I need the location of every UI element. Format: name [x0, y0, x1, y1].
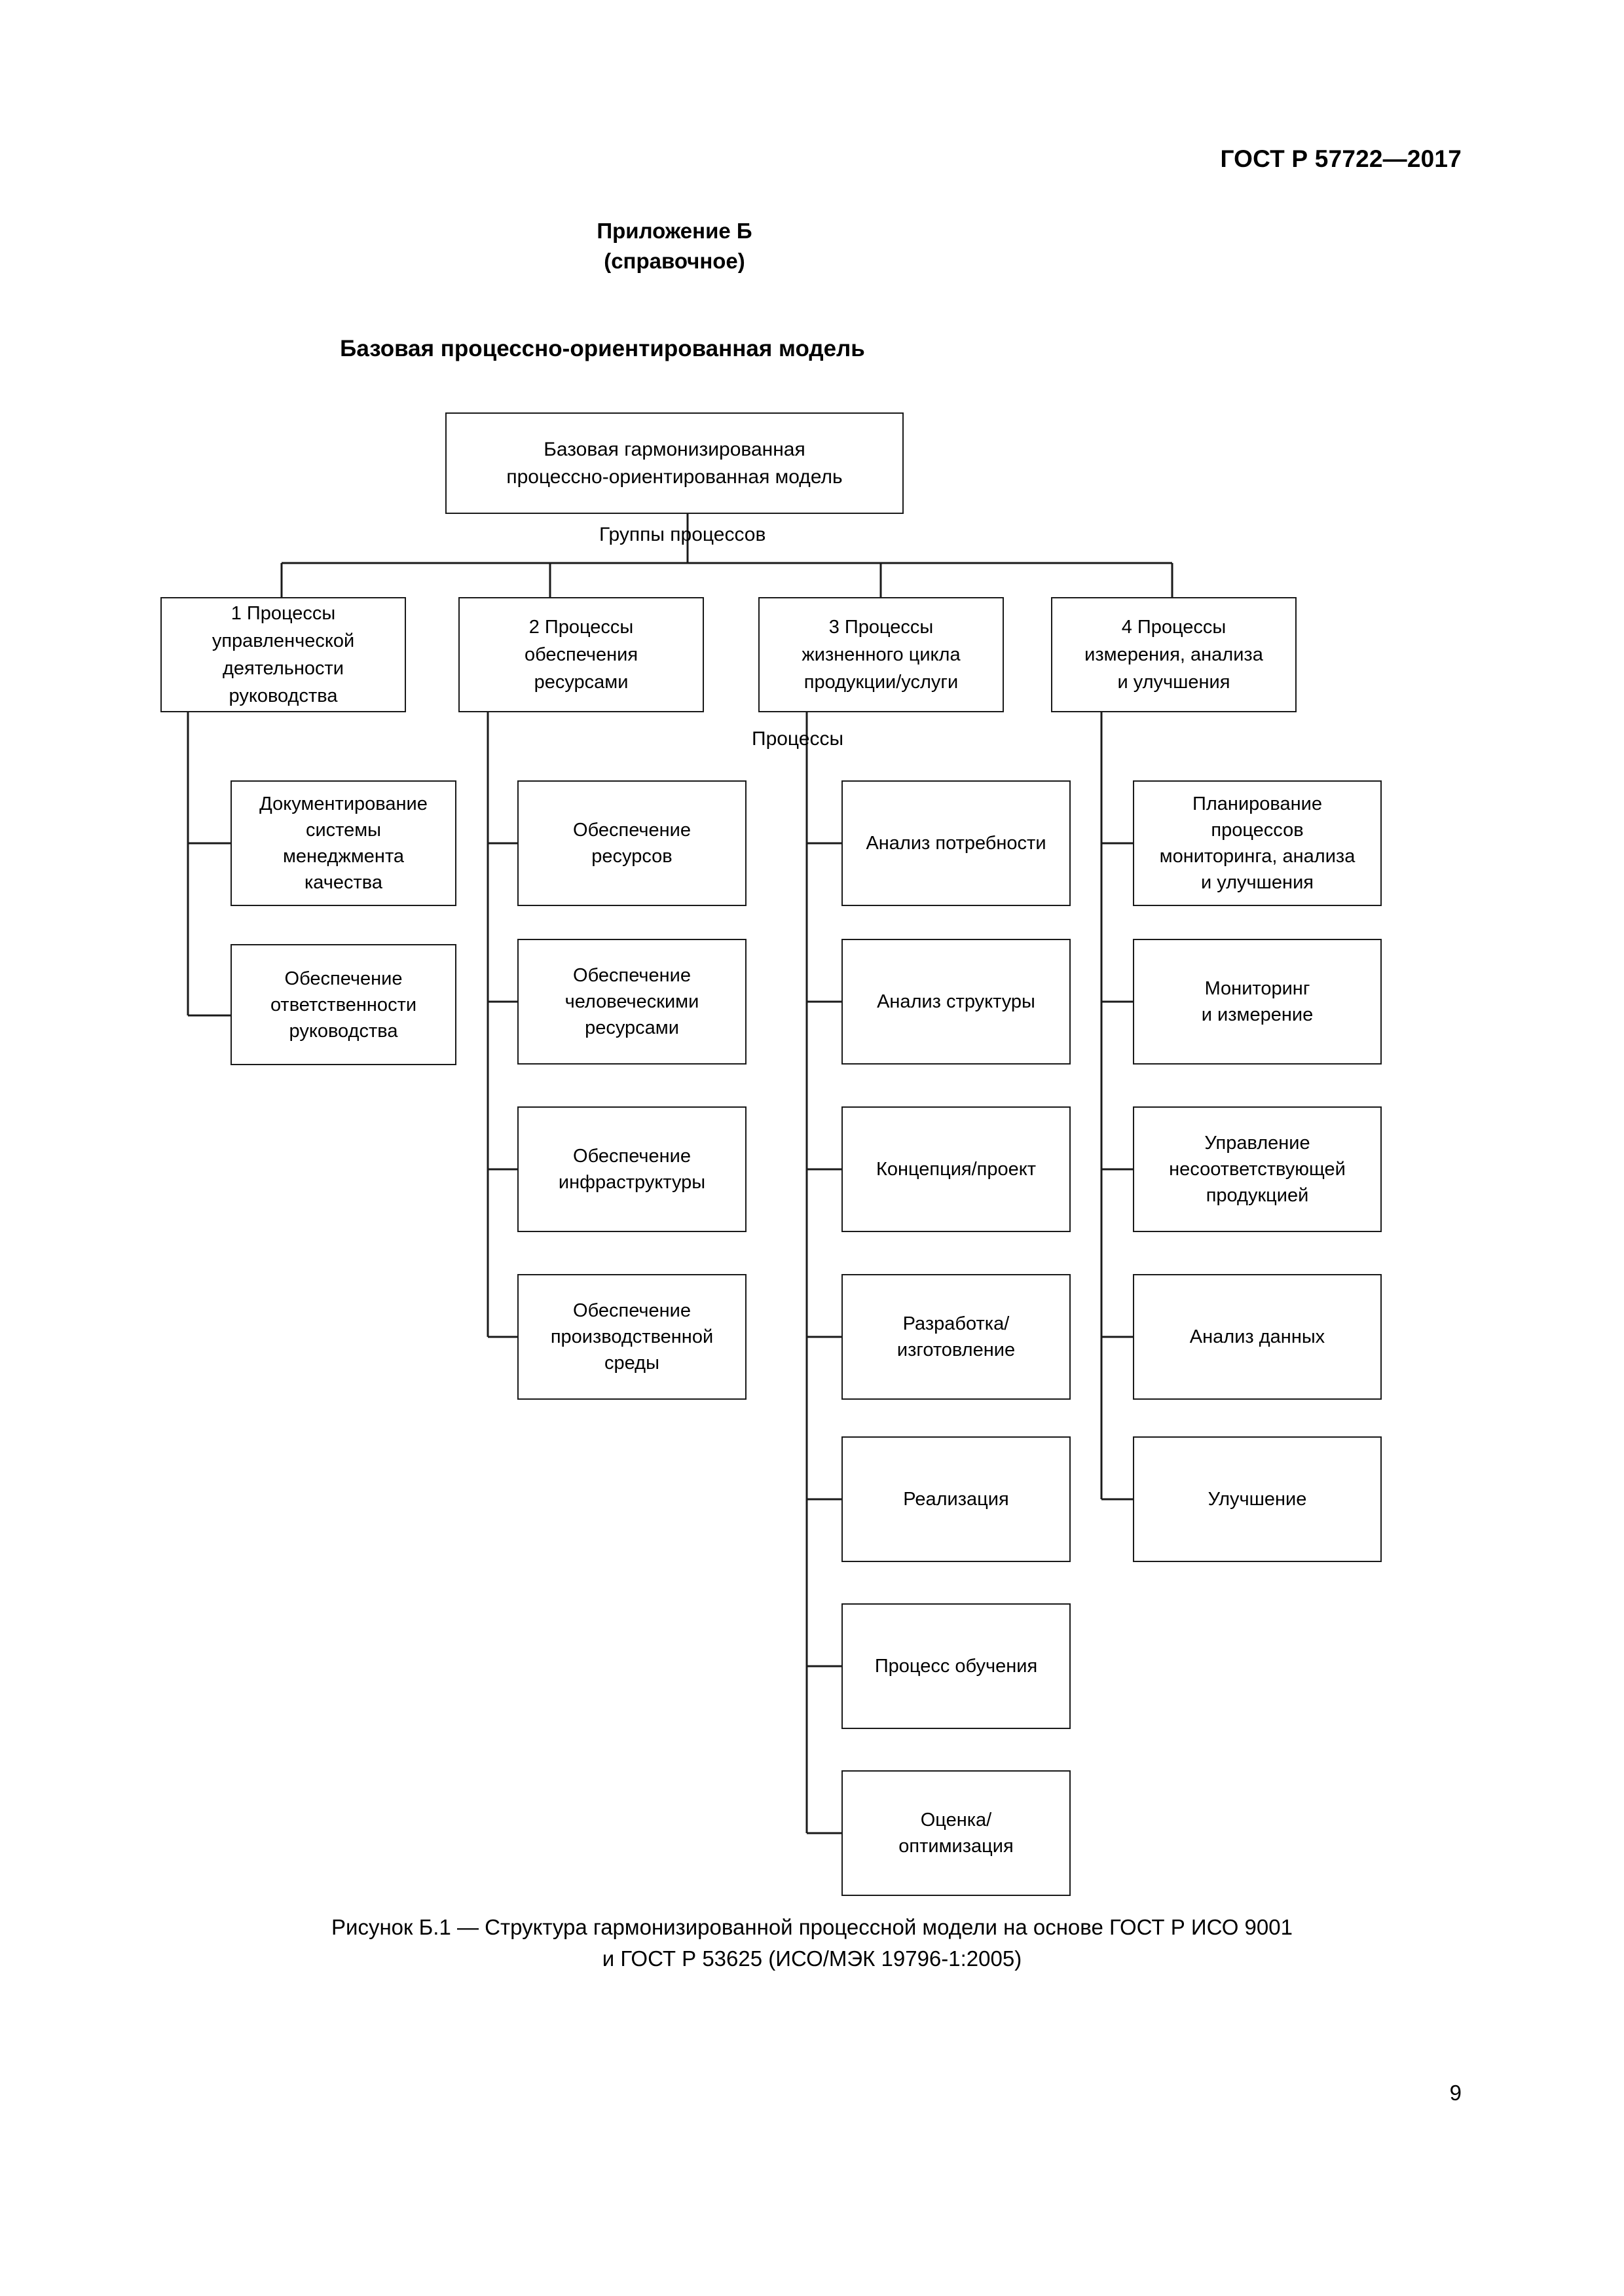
node-c3-child-7: Оценка/оптимизация: [841, 1770, 1071, 1896]
node-c3-child-1: Анализ потребности: [841, 780, 1071, 906]
page-number: 9: [1449, 2081, 1462, 2105]
node-c3-child-2: Анализ структуры: [841, 939, 1071, 1065]
annex-heading: Приложение Б (справочное): [0, 216, 1624, 276]
section-title: Базовая процессно-ориентированная модель: [340, 336, 865, 361]
annex-subtitle: (справочное): [604, 249, 745, 273]
node-c3-child-3: Концепция/проект: [841, 1106, 1071, 1232]
edge-label-groups: Группы процессов: [599, 524, 766, 545]
node-c3-child-6: Процесс обучения: [841, 1603, 1071, 1729]
figure-caption: Рисунок Б.1 — Структура гармонизированно…: [331, 1915, 1293, 1971]
node-c3-child-4: Разработка/изготовление: [841, 1274, 1071, 1400]
edge-label-processes: Процессы: [752, 728, 844, 750]
annex-title: Приложение Б: [597, 219, 752, 243]
standard-number-header: ГОСТ Р 57722—2017: [1220, 145, 1462, 172]
node-c4-child-5: Улучшение: [1133, 1436, 1382, 1562]
node-c3-child-5: Реализация: [841, 1436, 1071, 1562]
node-c4-child-4: Анализ данных: [1133, 1274, 1382, 1400]
